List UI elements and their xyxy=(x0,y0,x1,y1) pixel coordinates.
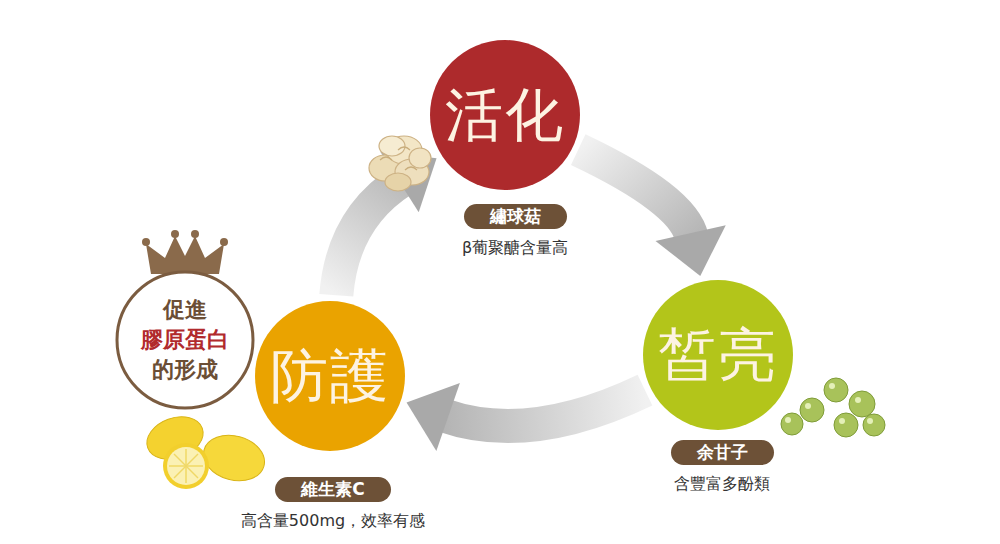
circle-title: 防護 xyxy=(270,347,390,405)
ingredient-name: 維生素C xyxy=(275,477,390,502)
badge-circle: 促進膠原蛋白的形成 xyxy=(115,270,255,410)
badge-text: 促進 xyxy=(163,295,207,325)
badge-text: 的形成 xyxy=(152,355,218,385)
cycle-arrow xyxy=(336,152,436,296)
circle-title: 皙亮 xyxy=(658,326,778,384)
ingredient-note: 高含量500mg，效率有感 xyxy=(241,511,425,530)
badge-text: 膠原蛋白 xyxy=(141,325,229,355)
arrow-body xyxy=(444,390,645,426)
ingredient-tag: 維生素C 高含量500mg，效率有感 xyxy=(241,477,425,530)
lemon-illustration xyxy=(141,409,270,489)
ingredient-name: 余甘子 xyxy=(671,440,774,465)
amla-illustration xyxy=(781,378,885,437)
arrow-head xyxy=(656,225,726,276)
stage-circle: 活化 xyxy=(430,40,580,190)
ingredient-note: 含豐富多酚類 xyxy=(674,474,770,493)
ingredient-name: 繡球菇 xyxy=(464,204,567,229)
cycle-arrow xyxy=(407,383,645,451)
ingredient-tag: 繡球菇 β葡聚醣含量高 xyxy=(462,204,568,257)
arrow-body xyxy=(336,180,402,295)
arrow-body xyxy=(578,150,691,237)
circle-fill xyxy=(430,40,580,190)
badge-outline xyxy=(117,272,253,408)
arrow-head xyxy=(407,383,460,451)
circle-fill xyxy=(643,280,793,430)
stage-circle: 防護 xyxy=(255,301,405,451)
cycle-arrow xyxy=(578,150,726,276)
ingredient-tag: 余甘子含豐富多酚類 xyxy=(671,440,774,493)
mushroom-illustration xyxy=(369,136,431,191)
circle-title: 活化 xyxy=(445,86,565,144)
circle-fill xyxy=(255,301,405,451)
crown-icon xyxy=(142,230,228,274)
stage-circle: 皙亮 xyxy=(643,280,793,430)
ingredient-note: β葡聚醣含量高 xyxy=(462,238,568,257)
